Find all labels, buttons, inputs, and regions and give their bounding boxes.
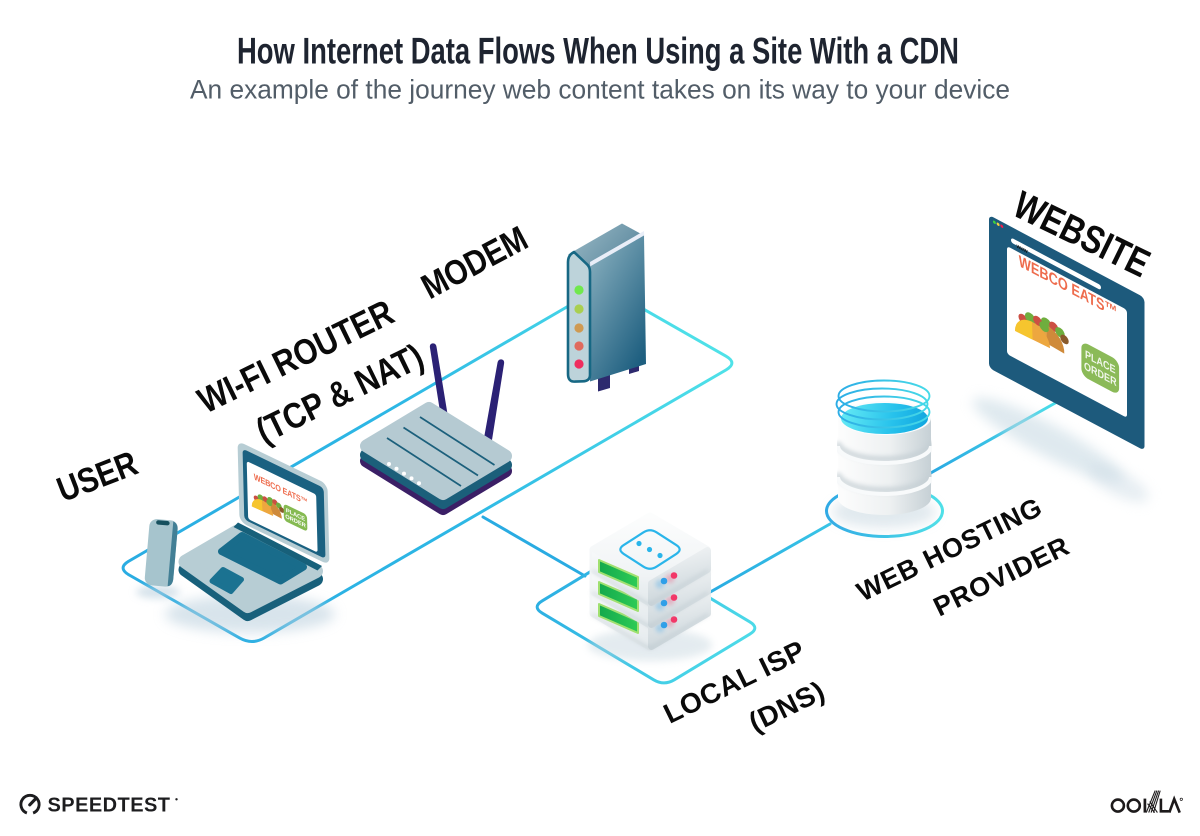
svg-text:SPEEDTEST: SPEEDTEST (48, 794, 171, 816)
svg-text:USER: USER (52, 444, 143, 510)
svg-text:MODEM: MODEM (415, 219, 534, 307)
svg-text:An example of the journey web: An example of the journey web content ta… (190, 75, 1010, 105)
svg-text:WWW: WWW (1017, 243, 1029, 254)
svg-text:How Internet Data Flows When U: How Internet Data Flows When Using a Sit… (237, 31, 959, 72)
